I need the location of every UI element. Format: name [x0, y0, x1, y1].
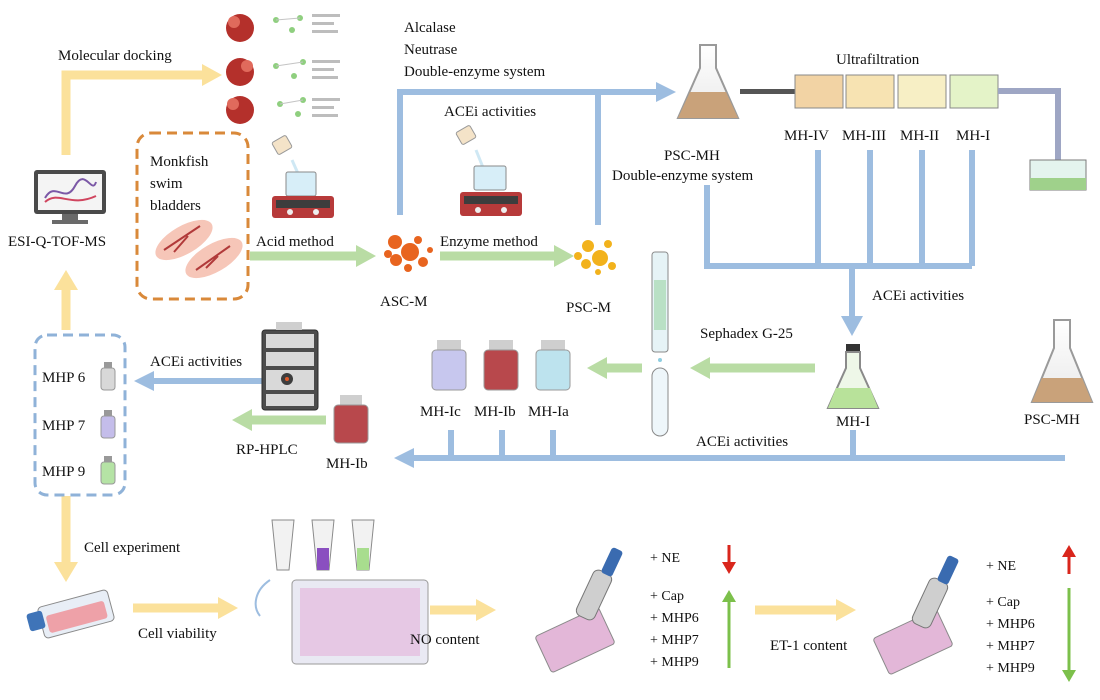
psc-m-particles-icon	[574, 240, 616, 275]
label-mh-ib-small: MH-Ib	[326, 456, 368, 472]
label-mhp6-2: + MHP6	[986, 617, 1035, 632]
pipette-plate-icon-1	[535, 547, 623, 673]
label-acid-method: Acid method	[256, 234, 334, 250]
label-mh-ic: MH-Ic	[420, 404, 461, 420]
label-alcalase: Alcalase	[404, 20, 456, 36]
label-rp-hplc: RP-HPLC	[236, 442, 298, 458]
label-cell-experiment: Cell experiment	[84, 540, 181, 556]
well-plate-icon	[291, 579, 429, 665]
label-no-content: NO content	[410, 632, 480, 648]
flask-icon-mh-i	[826, 344, 880, 409]
label-neutrase: Neutrase	[404, 42, 458, 58]
up-arrow-icon-ne2	[1062, 545, 1076, 574]
label-et1-content: ET-1 content	[770, 638, 848, 654]
mhp-box	[33, 333, 127, 497]
arrow-esi-to-docking	[61, 64, 222, 155]
arrow-enzyme-hydrolysis	[397, 82, 676, 225]
stirrer-icon-enzyme	[455, 125, 522, 216]
label-psc-mh-mid: PSC-MH	[1024, 412, 1080, 428]
arrow-sephadex	[587, 357, 815, 379]
label-ne-2: + NE	[986, 559, 1016, 574]
label-mhp7: MHP 7	[42, 418, 86, 434]
label-ne-1: + NE	[650, 551, 680, 566]
vial-icon-mhp9	[100, 456, 116, 485]
label-acei-right: ACEi activities	[872, 288, 964, 304]
flask-icon-psc-mh-top	[676, 44, 740, 119]
label-mh-i-top: MH-I	[956, 128, 990, 144]
label-mhp9-2: + MHP9	[986, 661, 1035, 676]
docking-images-icon	[226, 14, 340, 124]
label-mhp9-1: + MHP9	[650, 655, 699, 670]
label-acei-top: ACEi activities	[444, 104, 536, 120]
bottle-icon-mh-ic	[431, 340, 467, 391]
label-monkfish-1: Monkfish	[150, 154, 209, 170]
label-acei-bottom: ACEi activities	[696, 434, 788, 450]
hplc-instrument-icon	[261, 322, 319, 411]
label-sephadex: Sephadex G-25	[700, 326, 793, 342]
flask-icon-psc-mh-right	[1030, 319, 1094, 403]
label-molecular-docking: Molecular docking	[58, 48, 172, 64]
stirrer-icon-acid	[271, 135, 334, 218]
arrow-mhp-to-cell	[54, 496, 78, 582]
pipette-plate-icon-2	[873, 555, 959, 675]
label-mh-i-mid: MH-I	[836, 414, 870, 430]
label-mh-iii: MH-III	[842, 128, 886, 144]
vial-icon-mhp6	[100, 362, 116, 391]
bottle-icon-mh-ia	[535, 340, 571, 391]
bottle-icon-mh-ib	[483, 340, 519, 391]
down-arrow-icon-ne1	[722, 545, 736, 574]
label-mh-ii: MH-II	[900, 128, 939, 144]
label-double-enzyme-top: Double-enzyme system	[404, 64, 546, 80]
arrow-acei-left	[134, 371, 262, 391]
arrow-acid-method	[250, 245, 376, 267]
label-psc-m: PSC-M	[566, 300, 611, 316]
monitor-icon	[34, 170, 106, 224]
label-monkfish-3: bladders	[150, 198, 201, 214]
label-mhp6-1: + MHP6	[650, 611, 699, 626]
label-esi: ESI-Q-TOF-MS	[8, 234, 106, 250]
label-mh-iv: MH-IV	[784, 128, 829, 144]
column-icon	[651, 251, 669, 437]
label-mh-ib: MH-Ib	[474, 404, 516, 420]
label-asc-m: ASC-M	[380, 294, 428, 310]
label-mh-ia: MH-Ia	[528, 404, 569, 420]
monkfish-box	[135, 131, 250, 301]
connector-acei-bottom	[394, 430, 1065, 468]
label-enzyme-method: Enzyme method	[440, 234, 538, 250]
arrow-cell-viability	[133, 597, 238, 619]
cell-flask-icon	[26, 589, 115, 639]
arrow-enzyme-method	[440, 245, 574, 267]
vial-icon-mhp7	[100, 410, 116, 439]
arrow-mhp-to-esi	[54, 270, 78, 330]
label-cap-1: + Cap	[650, 589, 684, 604]
label-mhp7-2: + MHP7	[986, 639, 1035, 654]
up-arrow-icon-green1	[722, 590, 736, 668]
down-arrow-icon-green2	[1062, 588, 1076, 682]
label-double-enzyme-mid: Double-enzyme system	[612, 168, 754, 184]
label-monkfish-2: swim	[150, 176, 183, 192]
ultrafiltration-tube-icon	[740, 74, 1087, 191]
label-psc-mh-top: PSC-MH	[664, 148, 720, 164]
label-mhp9: MHP 9	[42, 464, 85, 480]
label-cap-2: + Cap	[986, 595, 1020, 610]
swim-bladder-icon	[155, 219, 243, 279]
arrow-rp-hplc	[232, 409, 326, 431]
label-mhp6: MHP 6	[42, 370, 86, 386]
asc-m-particles-icon	[384, 235, 433, 272]
connector-ultrafiltration	[704, 150, 975, 336]
arrow-et1-content	[755, 599, 856, 621]
arrow-no-content	[430, 599, 496, 621]
bottle-icon-mh-ib-small	[333, 395, 369, 444]
label-ultrafiltration: Ultrafiltration	[836, 52, 920, 68]
tubes-icon	[254, 519, 375, 617]
label-mhp7-1: + MHP7	[650, 633, 699, 648]
label-cell-viability: Cell viability	[138, 626, 217, 642]
label-acei-left: ACEi activities	[150, 354, 242, 370]
